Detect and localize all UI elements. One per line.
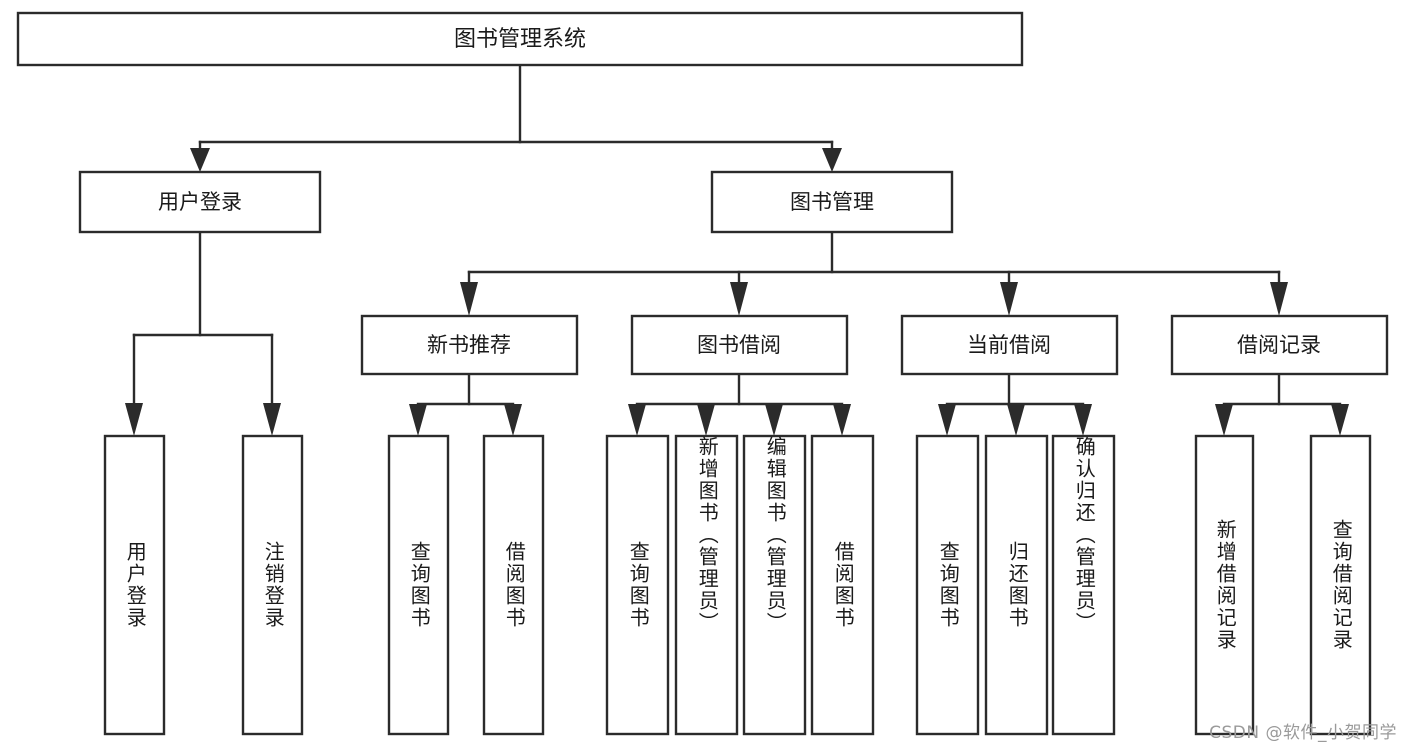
leaf-box-borrow-book-1[interactable] bbox=[482, 434, 545, 736]
arrow-leaf-query-record bbox=[1331, 404, 1349, 436]
arrow-to-new-book-rec bbox=[460, 282, 478, 316]
leaf-box-confirm-return[interactable] bbox=[1051, 434, 1116, 736]
arrow-to-current-borrow bbox=[1000, 282, 1018, 316]
node-book-manage-box[interactable] bbox=[710, 170, 954, 234]
arrow-leaf-confirm-return bbox=[1074, 404, 1092, 436]
arrow-leaf-borrow-book-1 bbox=[504, 404, 522, 436]
arrow-leaf-query-book-3 bbox=[938, 404, 956, 436]
arrow-leaf-return-book bbox=[1007, 404, 1025, 436]
arrow-leaf-add-record bbox=[1215, 404, 1233, 436]
node-new-book-rec-label: 新书推荐 bbox=[427, 333, 511, 357]
node-current-borrow-label: 当前借阅 bbox=[967, 333, 1051, 357]
leaf-box-return-book[interactable] bbox=[984, 434, 1049, 736]
leaf-box-query-book-1[interactable] bbox=[387, 434, 450, 736]
arrow-leaf-logout-login bbox=[263, 403, 281, 436]
arrow-to-user-login bbox=[190, 148, 210, 172]
node-book-borrow-box[interactable] bbox=[630, 314, 849, 376]
leaf-box-borrow-book-2[interactable] bbox=[810, 434, 875, 736]
node-user-login-box[interactable] bbox=[78, 170, 322, 234]
leaf-box-add-record[interactable] bbox=[1194, 434, 1255, 736]
leaf-box-query-book-2[interactable] bbox=[605, 434, 670, 736]
arrow-to-book-manage bbox=[822, 148, 842, 172]
node-title-label: 图书管理系统 bbox=[454, 27, 586, 52]
node-title-box[interactable] bbox=[16, 11, 1024, 67]
arrow-leaf-user-login bbox=[125, 403, 143, 436]
node-box-group: 图书管理系统 用户登录 图书管理 新书推荐 图书借阅 当前借阅 借阅记录 bbox=[16, 11, 1389, 376]
arrow-leaf-edit-book bbox=[765, 404, 783, 436]
arrow-leaf-query-book-1 bbox=[409, 404, 427, 436]
connector-group bbox=[125, 63, 1349, 436]
leaf-box-query-book-3[interactable] bbox=[915, 434, 980, 736]
leaf-box-group bbox=[103, 434, 1372, 736]
node-borrow-record-box[interactable] bbox=[1170, 314, 1389, 376]
node-user-login-label: 用户登录 bbox=[158, 190, 242, 214]
arrow-leaf-add-book bbox=[697, 404, 715, 436]
node-current-borrow-box[interactable] bbox=[900, 314, 1119, 376]
leaf-box-query-record[interactable] bbox=[1309, 434, 1372, 736]
csdn-watermark: CSDN @软件_小贺同学 bbox=[1209, 723, 1397, 743]
leaf-box-user-login[interactable] bbox=[103, 434, 166, 736]
arrow-leaf-query-book-2 bbox=[628, 404, 646, 436]
leaf-box-logout-login[interactable] bbox=[241, 434, 304, 736]
leaf-box-edit-book[interactable] bbox=[742, 434, 807, 736]
arrow-leaf-borrow-book-2 bbox=[833, 404, 851, 436]
node-borrow-record-label: 借阅记录 bbox=[1237, 333, 1321, 357]
leaf-box-add-book[interactable] bbox=[674, 434, 739, 736]
arrow-to-book-borrow bbox=[730, 282, 748, 316]
node-book-manage-label: 图书管理 bbox=[790, 190, 874, 214]
node-book-borrow-label: 图书借阅 bbox=[697, 333, 781, 357]
node-new-book-rec-box[interactable] bbox=[360, 314, 579, 376]
arrow-to-borrow-record bbox=[1270, 282, 1288, 316]
